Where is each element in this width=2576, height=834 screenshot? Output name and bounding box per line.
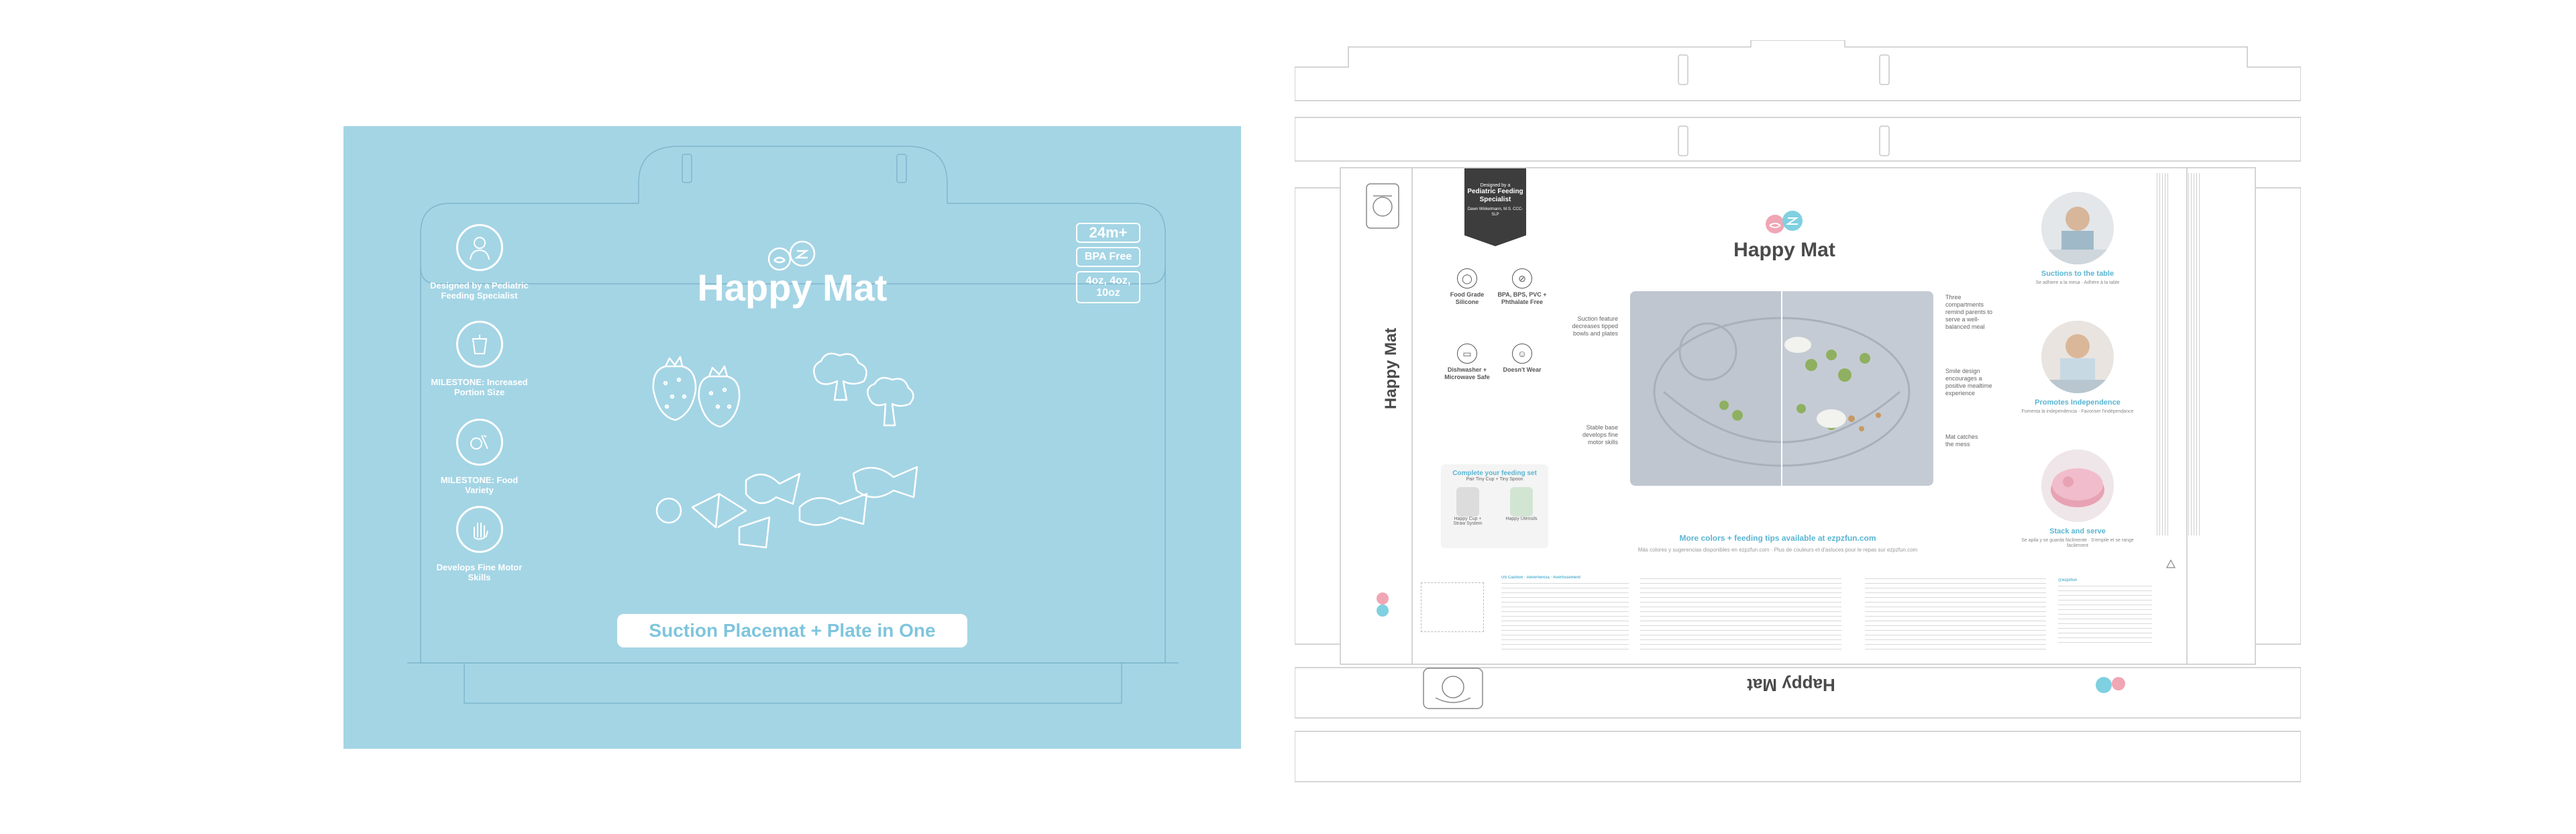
ribbon-line-1: Designed by a bbox=[1480, 183, 1511, 188]
pasta-icon bbox=[655, 466, 918, 549]
social-handle: @ezpzfun bbox=[2058, 578, 2078, 582]
badge-label: MILESTONE: Food Variety bbox=[440, 475, 519, 495]
complete-set-sub: Pair Tiny Cup + Tiny Spoon bbox=[1466, 477, 1523, 482]
complete-set-heading: Complete your feeding set bbox=[1452, 470, 1537, 477]
side-fine-print bbox=[2157, 173, 2169, 535]
ezpz-small-logo bbox=[2096, 677, 2125, 693]
ribbon-line-2: Pediatric Feeding Specialist bbox=[1467, 188, 1523, 203]
badge-variety: MILESTONE: Food Variety bbox=[421, 419, 538, 495]
no-symbol-icon: ⊘ bbox=[1512, 268, 1532, 289]
more-colors-link[interactable]: More colors + feeding tips available at … bbox=[1679, 533, 1876, 543]
front-panel: Designed by a Pediatric Feeding Speciali… bbox=[343, 126, 1241, 749]
ezpz-logo bbox=[343, 240, 1241, 274]
feature-dishwasher: ▭ Dishwasher + Microwave Safe bbox=[1439, 344, 1495, 381]
instructions-text-block bbox=[1640, 578, 1841, 652]
badge-label: Develops Fine Motor Skills bbox=[436, 562, 523, 582]
callout-catches-mess: Mat catches the mess bbox=[1945, 433, 1978, 448]
feature-silicone: ◯ Food Grade Silicone bbox=[1439, 268, 1495, 306]
product-title: Happy Mat bbox=[697, 266, 888, 309]
step-heading: Stack and serve bbox=[2049, 527, 2106, 535]
ezpz-logo bbox=[1744, 209, 1825, 238]
step-sub: Se adhiere a la mesa · Adhère à la table bbox=[2035, 280, 2120, 285]
feature-doesnt-wear: ☺ Doesn't Wear bbox=[1494, 344, 1550, 374]
recycle-icon bbox=[2165, 559, 2176, 568]
box-dieline bbox=[1295, 40, 2301, 782]
strawberry-icon bbox=[652, 356, 697, 421]
feature-label: Food Grade Silicone bbox=[1450, 291, 1485, 305]
caution-heading: US Caution · Advertencia · Avertissement bbox=[1501, 576, 1581, 580]
barcode-placeholder bbox=[1421, 582, 1484, 632]
set-item-utensils: Happy Utensils bbox=[1505, 517, 1538, 521]
badge-label: Designed by a Pediatric Feeding Speciali… bbox=[430, 280, 529, 301]
food-variety-icon bbox=[455, 419, 503, 466]
mat-outline-icon bbox=[1366, 183, 1399, 229]
callout-suction: Suction feature decreases tipped bowls a… bbox=[1572, 315, 1618, 337]
broccoli-icon bbox=[867, 376, 914, 427]
portion-cup-icon bbox=[455, 321, 503, 368]
age-spec: 24m+ bbox=[1076, 223, 1140, 243]
step-heading: Promotes Independence bbox=[2035, 399, 2121, 407]
tagline-banner: Suction Placemat + Plate in One bbox=[617, 614, 967, 647]
step-sub: Fomenta la independencia · Favoriser l'i… bbox=[2021, 409, 2134, 414]
contact-text-block: @ezpzfun bbox=[2058, 578, 2152, 652]
spec-box: 24m+ BPA Free 4oz, 4oz, 10oz bbox=[1076, 223, 1140, 307]
callout-stable-base: Stable base develops fine motor skills bbox=[1582, 424, 1618, 446]
badge-motor: Develops Fine Motor Skills bbox=[421, 506, 538, 582]
callout-compartments: Three compartments remind parents to ser… bbox=[1945, 294, 1993, 330]
more-colors-translation: Más colores y sugerencias disponibles en… bbox=[1638, 547, 1918, 553]
spoon-icon: ◯ bbox=[1457, 268, 1477, 289]
product-title: Happy Mat bbox=[1733, 239, 1835, 261]
dieline-outline bbox=[407, 146, 1179, 704]
photo-suctions bbox=[2041, 192, 2114, 264]
badge-label: MILESTONE: Increased Portion Size bbox=[431, 377, 528, 397]
step-heading: Suctions to the table bbox=[2041, 270, 2114, 278]
dishwasher-icon: ▭ bbox=[1457, 344, 1477, 364]
cup-photo bbox=[1456, 487, 1479, 517]
set-item-cup: Happy Cup + Straw System bbox=[1453, 517, 1483, 526]
product-photo bbox=[1630, 291, 1933, 486]
ribbon-line-3: Dawn Winkelmann, M.S. CCC-SLP bbox=[1467, 207, 1523, 217]
step-sub: Se apila y se guarda fácilmente · S'empi… bbox=[2021, 538, 2134, 548]
feature-bpa-free: ⊘ BPA, BPS, PVC + Phthalate Free bbox=[1494, 268, 1550, 306]
designed-by-ribbon: Designed by a Pediatric Feeding Speciali… bbox=[1464, 168, 1526, 246]
badge-portion: MILESTONE: Increased Portion Size bbox=[421, 321, 538, 397]
broccoli-icon bbox=[813, 352, 867, 401]
feature-label: Doesn't Wear bbox=[1503, 366, 1542, 373]
side-product-title: Happy Mat bbox=[1382, 327, 1400, 409]
callout-smile: Smile design encourages a positive mealt… bbox=[1945, 368, 1992, 397]
care-text-block bbox=[1865, 578, 2046, 652]
feature-label: Dishwasher + Microwave Safe bbox=[1444, 366, 1490, 380]
food-illustrations bbox=[652, 352, 918, 549]
photo-independence bbox=[2041, 321, 2114, 393]
photo-stack bbox=[2041, 450, 2114, 522]
side-fine-print bbox=[2188, 173, 2200, 535]
hand-icon bbox=[455, 506, 503, 553]
ezpz-small-logo bbox=[1377, 592, 1389, 617]
strawberry-icon bbox=[698, 365, 741, 428]
feature-label: BPA, BPS, PVC + Phthalate Free bbox=[1497, 291, 1547, 305]
flipped-product-title: Happy Mat bbox=[1747, 675, 1835, 695]
badge-specialist: Designed by a Pediatric Feeding Speciali… bbox=[421, 224, 538, 301]
capacity-spec: 4oz, 4oz, 10oz bbox=[1076, 271, 1140, 303]
caution-text-block: US Caution · Advertencia · Avertissement bbox=[1501, 576, 1629, 656]
bpa-spec: BPA Free bbox=[1076, 247, 1140, 267]
specialist-icon bbox=[455, 224, 503, 271]
complete-set-box: Complete your feeding set Pair Tiny Cup … bbox=[1441, 464, 1548, 548]
utensils-photo bbox=[1510, 487, 1533, 517]
mat-outline-icon bbox=[1423, 668, 1483, 709]
check-face-icon: ☺ bbox=[1512, 344, 1532, 364]
